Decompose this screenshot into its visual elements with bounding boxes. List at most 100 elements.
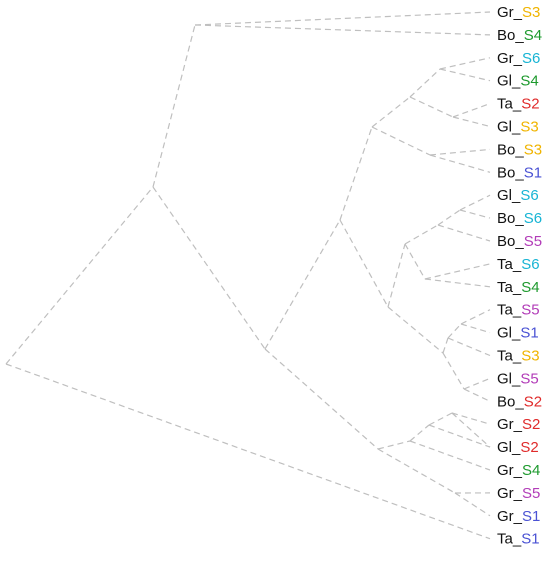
tree-branch [437,209,461,226]
leaf-label-prefix: Gr_ [497,462,523,479]
leaf-label: Gr_S6 [497,49,540,66]
leaf-label: Bo_S4 [497,26,542,43]
tree-branch [428,412,453,426]
tree-branch [452,103,491,118]
leaf-label: Gl_S3 [497,118,539,135]
leaf-label-prefix: Bo_ [497,164,524,181]
leaf-label: Gl_S4 [497,72,539,89]
tree-branch [424,263,491,280]
leaf-label: Ta_S4 [497,278,540,295]
leaf-label-sample: S6 [522,49,540,66]
tree-branch [409,68,441,98]
tree-branch [377,448,456,494]
leaf-label: Ta_S1 [497,530,540,547]
tree-branch [409,440,491,471]
leaf-label-prefix: Ta_ [497,255,522,272]
leaf-label: Gr_S3 [497,4,540,21]
tree-branch [152,186,266,350]
tree-branch [387,243,406,308]
leaf-label: Gl_S2 [497,439,539,456]
leaf-label-sample: S3 [524,141,542,158]
leaf-label-sample: S5 [522,484,540,501]
leaf-label-prefix: Gl_ [497,118,521,135]
leaf-label-prefix: Ta_ [497,278,522,295]
tree-branch [5,186,154,365]
leaf-label: Gl_S1 [497,324,539,341]
leaf-label-sample: S4 [524,26,542,43]
tree-branch [442,337,449,354]
tree-branch [459,209,491,219]
leaf-label-prefix: Bo_ [497,233,524,250]
tree-branch [387,306,444,354]
tree-branch [371,96,411,128]
leaf-label-sample: S2 [520,439,538,456]
tree-branch [409,424,430,442]
tree-branch [447,337,491,357]
leaf-label-prefix: Ta_ [497,95,522,112]
tree-branch [454,492,491,517]
tree-branch [404,243,426,280]
leaf-label-prefix: Gr_ [497,49,523,66]
leaf-label-prefix: Bo_ [497,210,524,227]
tree-branch [460,309,491,325]
dendrogram-branches [5,11,491,540]
leaf-label: Bo_S2 [497,393,542,410]
tree-branch [447,323,462,339]
leaf-label-sample: S2 [522,416,540,433]
tree-branch [437,224,491,242]
leaf-label-sample: S4 [522,462,540,479]
leaf-label-sample: S3 [521,347,539,364]
tree-branch [152,24,196,188]
leaf-label: Bo_S1 [497,164,542,181]
leaf-label-prefix: Gl_ [497,439,521,456]
leaf-label-sample: S1 [524,164,542,181]
leaf-label: Gr_S5 [497,484,540,501]
tree-branch [452,116,491,128]
leaf-label: Gr_S2 [497,416,540,433]
tree-branch [459,194,491,211]
leaf-label-prefix: Gl_ [497,324,521,341]
leaf-label: Ta_S6 [497,255,540,272]
leaf-label: Gl_S6 [497,187,539,204]
leaf-label-sample: S4 [520,72,538,89]
leaf-label: Ta_S5 [497,301,540,318]
leaf-label-prefix: Bo_ [497,393,524,410]
tree-branch [463,377,491,390]
leaf-label-prefix: Gr_ [497,416,523,433]
leaf-label-prefix: Gr_ [497,4,523,21]
tree-branch [439,57,491,70]
leaf-label-prefix: Gl_ [497,187,521,204]
leaf-label-prefix: Gl_ [497,72,521,89]
tree-branch [264,348,379,450]
leaf-label-sample: S2 [524,393,542,410]
leaf-label-sample: S5 [521,301,539,318]
leaf-label-sample: S5 [520,370,538,387]
leaf-label: Ta_S3 [497,347,540,364]
leaf-label-sample: S3 [520,118,538,135]
tree-branch [339,126,373,221]
tree-branch [463,388,491,402]
tree-branch [404,224,439,245]
leaf-label-sample: S2 [521,95,539,112]
leaf-label-prefix: Gr_ [497,484,523,501]
tree-branch [424,278,491,288]
leaf-label-prefix: Gr_ [497,507,523,524]
tree-branch [371,126,431,156]
leaf-label: Ta_S2 [497,95,540,112]
leaf-label: Bo_S5 [497,233,542,250]
tree-branch [339,219,389,308]
leaf-label: Gl_S5 [497,370,539,387]
leaf-label: Bo_S6 [497,210,542,227]
tree-branch [429,154,491,173]
tree-branch [439,68,491,82]
tree-branch [451,412,491,425]
leaf-label: Gr_S1 [497,507,540,524]
leaf-label-sample: S4 [521,278,539,295]
leaf-label-sample: S1 [522,507,540,524]
leaf-label-prefix: Gl_ [497,370,521,387]
leaf-label-prefix: Ta_ [497,301,522,318]
leaf-label-prefix: Ta_ [497,530,522,547]
tree-branch [409,96,454,118]
tree-branch [5,363,491,540]
